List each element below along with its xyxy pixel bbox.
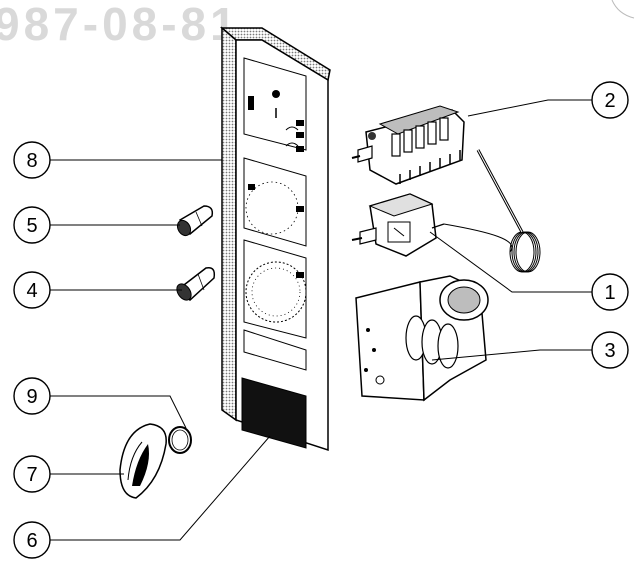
watermark-text: 987-08-81 xyxy=(0,0,240,50)
callout-2: 2 xyxy=(591,81,629,119)
callout-3: 3 xyxy=(591,331,629,369)
svg-text:2: 2 xyxy=(604,90,615,112)
svg-text:1: 1 xyxy=(604,282,615,304)
svg-text:6: 6 xyxy=(26,530,37,552)
callout-7: 7 xyxy=(13,455,51,493)
callout-8: 8 xyxy=(13,141,51,179)
svg-text:9: 9 xyxy=(26,386,37,408)
control-knob-7 xyxy=(119,423,167,499)
timer-3 xyxy=(355,275,489,402)
svg-text:8: 8 xyxy=(26,150,37,172)
svg-text:4: 4 xyxy=(26,280,37,302)
control-panel xyxy=(219,26,331,452)
leader-lines xyxy=(49,99,592,541)
knob-spindle-5 xyxy=(176,205,214,237)
callout-4: 4 xyxy=(13,271,51,309)
svg-text:5: 5 xyxy=(26,215,37,237)
svg-text:7: 7 xyxy=(26,464,37,486)
ring-9 xyxy=(168,426,192,454)
callout-9: 9 xyxy=(13,377,51,415)
callout-5: 5 xyxy=(13,206,51,244)
svg-text:3: 3 xyxy=(604,340,615,362)
knob-spindle-4 xyxy=(176,266,216,302)
thermostat-1 xyxy=(351,149,541,273)
callout-6: 6 xyxy=(13,521,51,559)
callout-1: 1 xyxy=(591,273,629,311)
corner-arc xyxy=(611,0,635,19)
selector-switch-2 xyxy=(351,105,465,185)
